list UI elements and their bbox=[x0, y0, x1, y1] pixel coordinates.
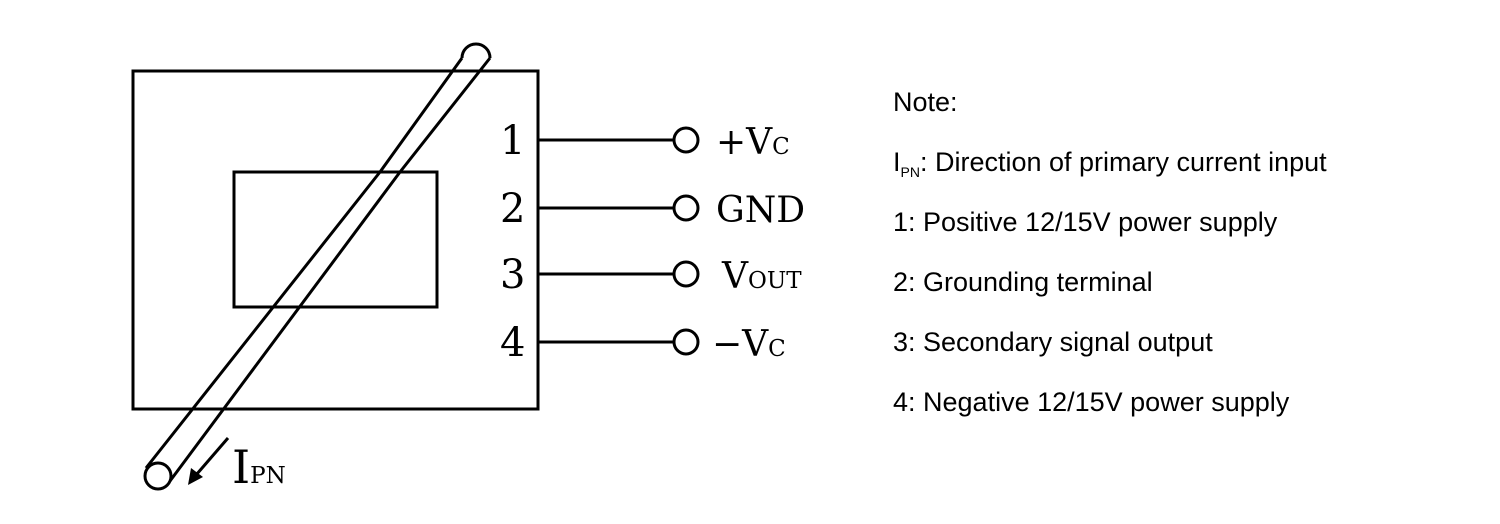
primary-conductor bbox=[143, 42, 492, 491]
notes-title: Note: bbox=[893, 87, 958, 117]
current-label: IPN bbox=[232, 440, 286, 494]
ipn-subscript: PN bbox=[900, 164, 920, 180]
pin-number: 3 bbox=[500, 252, 525, 298]
sensor-body bbox=[131, 69, 540, 411]
note-item: 3: Secondary signal output bbox=[893, 327, 1213, 357]
pin-number: 1 bbox=[500, 118, 525, 164]
note-item: 4: Negative 12/15V power supply bbox=[893, 387, 1290, 417]
ipn-symbol: I bbox=[893, 147, 901, 177]
pin-label: +VC bbox=[716, 122, 790, 163]
pin-2: 2 GND bbox=[500, 186, 805, 232]
sensor-pinout-diagram: IPN 1 +VC 2 GND 3 VOUT 4 −VC bbox=[131, 42, 805, 494]
pin-terminal bbox=[672, 126, 700, 154]
notes-ipn-line: IPN: Direction of primary current input bbox=[893, 144, 1327, 204]
note-item: 2: Grounding terminal bbox=[893, 267, 1153, 297]
pin-label: VOUT bbox=[721, 256, 802, 297]
pin-label: −VC bbox=[712, 324, 786, 365]
pin-terminal bbox=[672, 328, 700, 356]
pin-number: 2 bbox=[500, 186, 525, 232]
sensor-aperture bbox=[232, 170, 439, 309]
pin-number: 4 bbox=[500, 320, 525, 366]
pin-1: 1 +VC bbox=[500, 118, 790, 164]
pin-4: 4 −VC bbox=[500, 320, 786, 366]
pin-terminal bbox=[672, 260, 700, 288]
ipn-description: : Direction of primary current input bbox=[919, 147, 1327, 177]
notes-list: Note: IPN: Direction of primary current … bbox=[893, 84, 1327, 444]
pin-label: GND bbox=[716, 190, 805, 231]
note-item: 1: Positive 12/15V power supply bbox=[893, 207, 1278, 237]
pin-3: 3 VOUT bbox=[500, 252, 802, 298]
current-direction-arrow bbox=[188, 437, 230, 485]
pin-terminal bbox=[672, 194, 700, 222]
